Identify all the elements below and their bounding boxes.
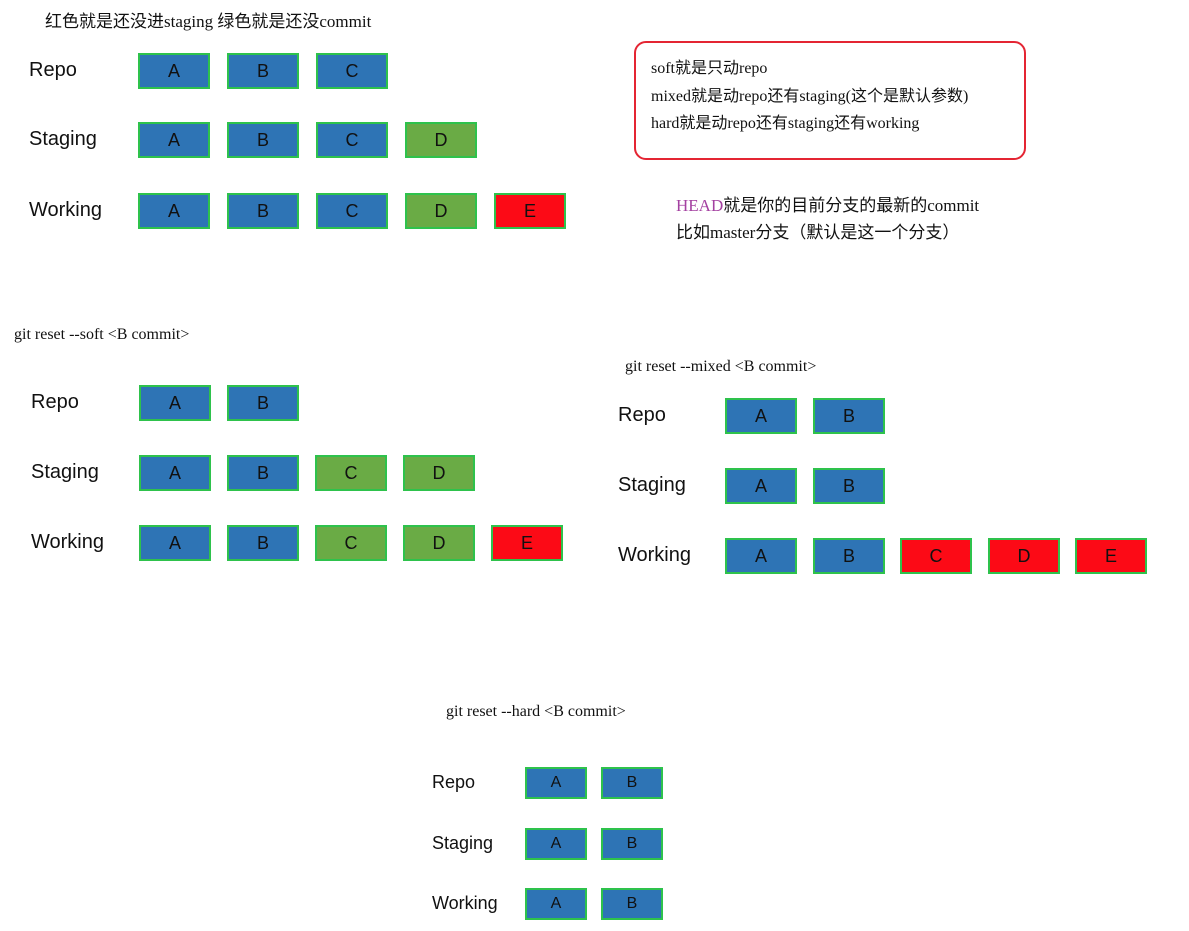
commit-box-a: A [525, 767, 587, 799]
commit-box-d: D [405, 122, 477, 158]
mixed-explanation: mixed就是动repo还有staging(这个是默认参数) [651, 87, 969, 105]
commit-box-b: B [813, 538, 885, 574]
row-label-working: Working [31, 531, 104, 553]
head-keyword: HEAD [676, 196, 724, 215]
commit-box-d: D [403, 525, 475, 561]
commit-box-c: C [900, 538, 972, 574]
mixed-reset-command: git reset --mixed <B commit> [625, 358, 817, 375]
commit-box-a: A [525, 888, 587, 920]
commit-box-e: E [491, 525, 563, 561]
commit-box-a: A [138, 193, 210, 229]
commit-box-a: A [139, 525, 211, 561]
commit-box-a: A [725, 468, 797, 504]
row-label-repo: Repo [432, 772, 476, 792]
row-label-working: Working [29, 199, 102, 221]
soft-explanation: soft就是只动repo [651, 60, 768, 77]
commit-box-c: C [316, 53, 388, 89]
hard-explanation: hard就是动repo还有staging还有working [651, 115, 920, 132]
commit-box-a: A [138, 122, 210, 158]
head-explanation-line-2: 比如master分支（默认是这一个分支） [676, 223, 960, 242]
row-label-staging: Staging [618, 474, 686, 496]
commit-box-b: B [813, 398, 885, 434]
commit-box-c: C [315, 525, 387, 561]
commit-box-b: B [227, 193, 299, 229]
commit-box-a: A [725, 398, 797, 434]
head-explanation-text: 就是你的目前分支的最新的commit [723, 196, 980, 215]
commit-box-b: B [601, 888, 663, 920]
reset-mode-explanation-box: soft就是只动repo mixed就是动repo还有staging(这个是默认… [634, 41, 1026, 160]
commit-box-c: C [315, 455, 387, 491]
commit-box-b: B [227, 525, 299, 561]
commit-box-b: B [227, 385, 299, 421]
color-legend-note: 红色就是还没进staging 绿色就是还没commit [45, 12, 372, 31]
row-label-staging: Staging [29, 128, 97, 150]
commit-box-b: B [601, 828, 663, 860]
commit-box-b: B [601, 767, 663, 799]
commit-box-d: D [405, 193, 477, 229]
commit-box-b: B [227, 122, 299, 158]
commit-box-b: B [227, 53, 299, 89]
row-label-repo: Repo [618, 404, 666, 426]
commit-box-d: D [403, 455, 475, 491]
head-explanation: HEAD就是你的目前分支的最新的commit 比如master分支（默认是这一个… [676, 192, 979, 246]
row-label-repo: Repo [31, 391, 79, 413]
commit-box-d: D [988, 538, 1060, 574]
commit-box-a: A [725, 538, 797, 574]
commit-box-c: C [316, 122, 388, 158]
commit-box-a: A [139, 455, 211, 491]
row-label-staging: Staging [432, 833, 494, 853]
head-explanation-line-1: HEAD就是你的目前分支的最新的commit [676, 192, 979, 219]
commit-box-a: A [139, 385, 211, 421]
hard-reset-command: git reset --hard <B commit> [446, 703, 626, 720]
commit-box-a: A [525, 828, 587, 860]
soft-reset-command: git reset --soft <B commit> [14, 326, 190, 343]
commit-box-b: B [813, 468, 885, 504]
commit-box-a: A [138, 53, 210, 89]
row-label-repo: Repo [29, 59, 77, 81]
commit-box-e: E [1075, 538, 1147, 574]
commit-box-b: B [227, 455, 299, 491]
row-label-working: Working [432, 893, 498, 913]
row-label-staging: Staging [31, 461, 99, 483]
commit-box-c: C [316, 193, 388, 229]
commit-box-e: E [494, 193, 566, 229]
row-label-working: Working [618, 544, 691, 566]
